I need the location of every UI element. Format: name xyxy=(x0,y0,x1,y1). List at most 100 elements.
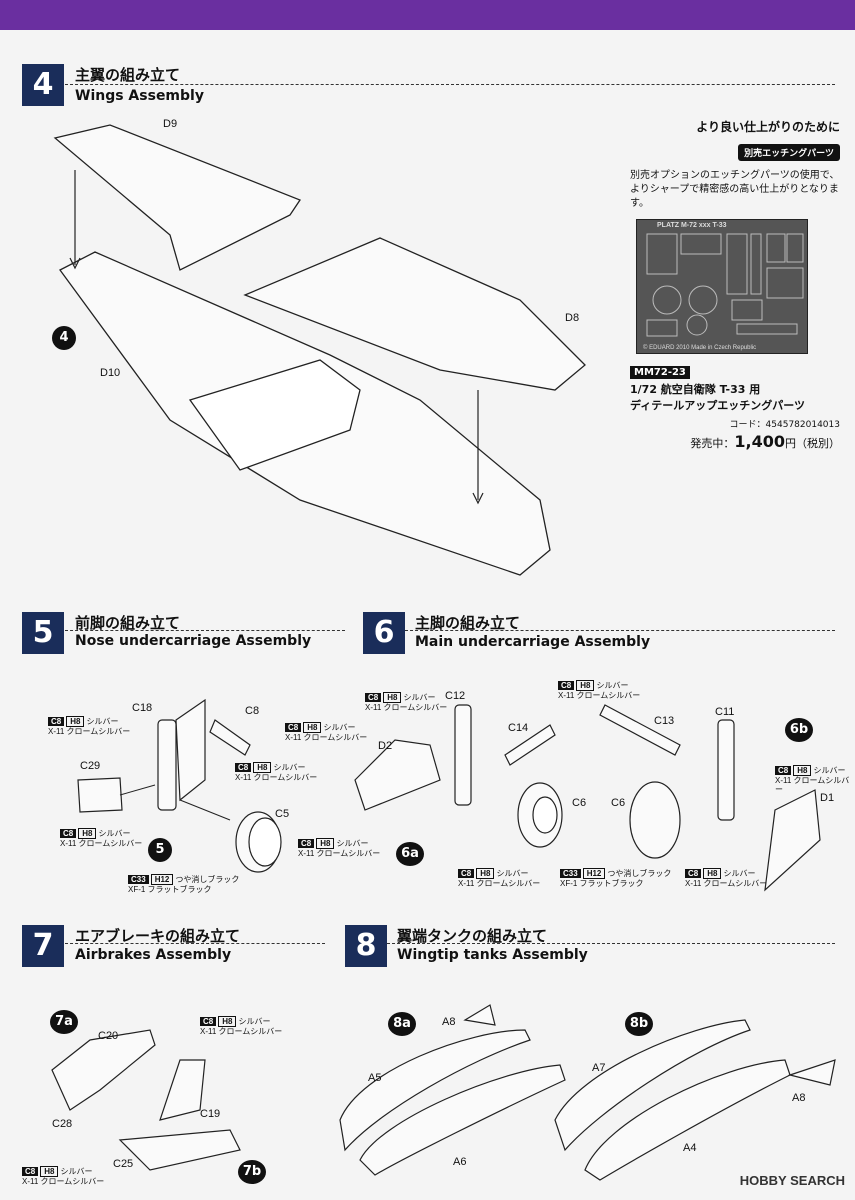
label-c29: C29 xyxy=(80,760,101,772)
step-5-divider xyxy=(65,630,345,631)
price-label: 発売中： xyxy=(690,437,735,450)
label-d8: D8 xyxy=(565,312,580,324)
tank-half-a4 xyxy=(584,1059,791,1181)
main-wheel-c6-right xyxy=(629,781,681,859)
promo-heading: より良い仕上がりのために xyxy=(696,120,840,134)
marker-7a: 7a xyxy=(50,1010,78,1034)
step-number-5: 5 xyxy=(22,612,64,654)
etch-sheet-title: PLATZ M-72 xxx T-33 xyxy=(657,222,727,229)
step-5-title-en: Nose undercarriage Assembly xyxy=(75,633,312,649)
step-8-divider xyxy=(387,943,835,944)
label-a8-right: A8 xyxy=(792,1092,806,1104)
step-6-divider xyxy=(405,630,835,631)
wing-part-d8 xyxy=(243,237,586,391)
label-c25: C25 xyxy=(113,1158,134,1170)
label-a4: A4 xyxy=(683,1142,697,1154)
tank-half-a5 xyxy=(339,1029,531,1152)
label-d1: D1 xyxy=(820,792,835,804)
step-7-title-jp: エアブレーキの組み立て xyxy=(75,927,241,945)
airbrake-c20-c28 xyxy=(51,1029,156,1111)
label-a6: A6 xyxy=(453,1156,467,1168)
step-8-title-en: Wingtip tanks Assembly xyxy=(397,947,588,963)
label-d2: D2 xyxy=(378,740,393,752)
label-c6-right: C6 xyxy=(611,797,626,809)
step-number-7: 7 xyxy=(22,925,64,967)
watermark: HOBBY SEARCH xyxy=(739,1173,845,1188)
etching-sheet-image: PLATZ M-72 xxx T-33 © EDUARD 2010 Made i… xyxy=(636,219,808,354)
main-strut-c11 xyxy=(717,719,735,821)
airbrake-c25 xyxy=(118,1129,241,1171)
part-c13 xyxy=(599,704,681,756)
marker-7b: 7b xyxy=(238,1160,266,1184)
fin-a8-left xyxy=(463,1004,496,1026)
product-code: MM72-23 xyxy=(630,366,690,379)
step-6-title-en: Main undercarriage Assembly xyxy=(415,634,651,650)
label-c11: C11 xyxy=(715,706,735,718)
marker-4: 4 xyxy=(52,326,76,350)
step-number-6: 6 xyxy=(363,612,405,654)
promo-tag: 別売エッチングパーツ xyxy=(738,144,840,161)
etching-parts-promo: より良い仕上がりのために 別売エッチングパーツ 別売オプションのエッチングパーツ… xyxy=(630,118,840,451)
fin-a8-right xyxy=(787,1059,836,1086)
marker-8a: 8a xyxy=(388,1012,416,1036)
label-c18: C18 xyxy=(132,702,153,714)
etch-sheet-footer: © EDUARD 2010 Made in Czech Republic xyxy=(643,345,757,351)
step-8-title-jp: 翼端タンクの組み立て xyxy=(397,927,548,945)
label-c5: C5 xyxy=(275,808,290,820)
product-name-1: 1/72 航空自衛隊 T-33 用 xyxy=(630,383,761,396)
marker-6a: 6a xyxy=(396,842,424,866)
step-4-title-jp: 主翼の組み立て xyxy=(75,66,181,84)
top-color-bar xyxy=(0,0,855,30)
step-6-title-jp: 主脚の組み立て xyxy=(415,614,521,632)
part-c8-nose xyxy=(209,719,251,756)
part-c14 xyxy=(504,724,556,766)
step-4-divider xyxy=(65,84,835,85)
nose-strut-c18 xyxy=(157,719,177,811)
label-c13: C13 xyxy=(654,715,675,727)
product-name-2: ディテールアップエッチングパーツ xyxy=(630,399,806,412)
label-a8-left: A8 xyxy=(442,1016,456,1028)
label-c19: C19 xyxy=(200,1108,221,1120)
etch-sheet-pattern xyxy=(646,233,804,337)
marker-5: 5 xyxy=(148,838,172,862)
tank-half-a6 xyxy=(359,1064,566,1176)
price-value: 1,400 xyxy=(734,432,785,451)
label-c8: C8 xyxy=(245,705,260,717)
label-c28: C28 xyxy=(52,1118,73,1130)
label-d9: D9 xyxy=(163,118,178,130)
promo-body: 別売オプションのエッチングパーツの使用で、よりシャープで精密感の高い仕上がりとな… xyxy=(630,170,840,209)
step-4-title-en: Wings Assembly xyxy=(75,88,204,104)
main-strut-c12 xyxy=(454,704,472,806)
part-c29 xyxy=(77,777,123,813)
airbrake-c19 xyxy=(159,1059,206,1121)
label-c6-left: C6 xyxy=(572,797,587,809)
label-d10: D10 xyxy=(100,367,121,379)
label-c20: C20 xyxy=(98,1030,119,1042)
marker-8b: 8b xyxy=(625,1012,653,1036)
bay-part-d2 xyxy=(354,739,441,811)
step-7-title-en: Airbrakes Assembly xyxy=(75,947,232,963)
step-number-4: 4 xyxy=(22,64,64,106)
step-5-title-jp: 前脚の組み立て xyxy=(75,614,181,632)
label-c14: C14 xyxy=(508,722,529,734)
marker-6b: 6b xyxy=(785,718,813,742)
door-part-d1 xyxy=(764,789,821,892)
price-line: 発売中：1,400円（税別） xyxy=(630,432,840,451)
step-7-divider xyxy=(65,943,325,944)
tank-half-a7 xyxy=(554,1019,751,1152)
step-number-8: 8 xyxy=(345,925,387,967)
label-a5: A5 xyxy=(368,1072,382,1084)
